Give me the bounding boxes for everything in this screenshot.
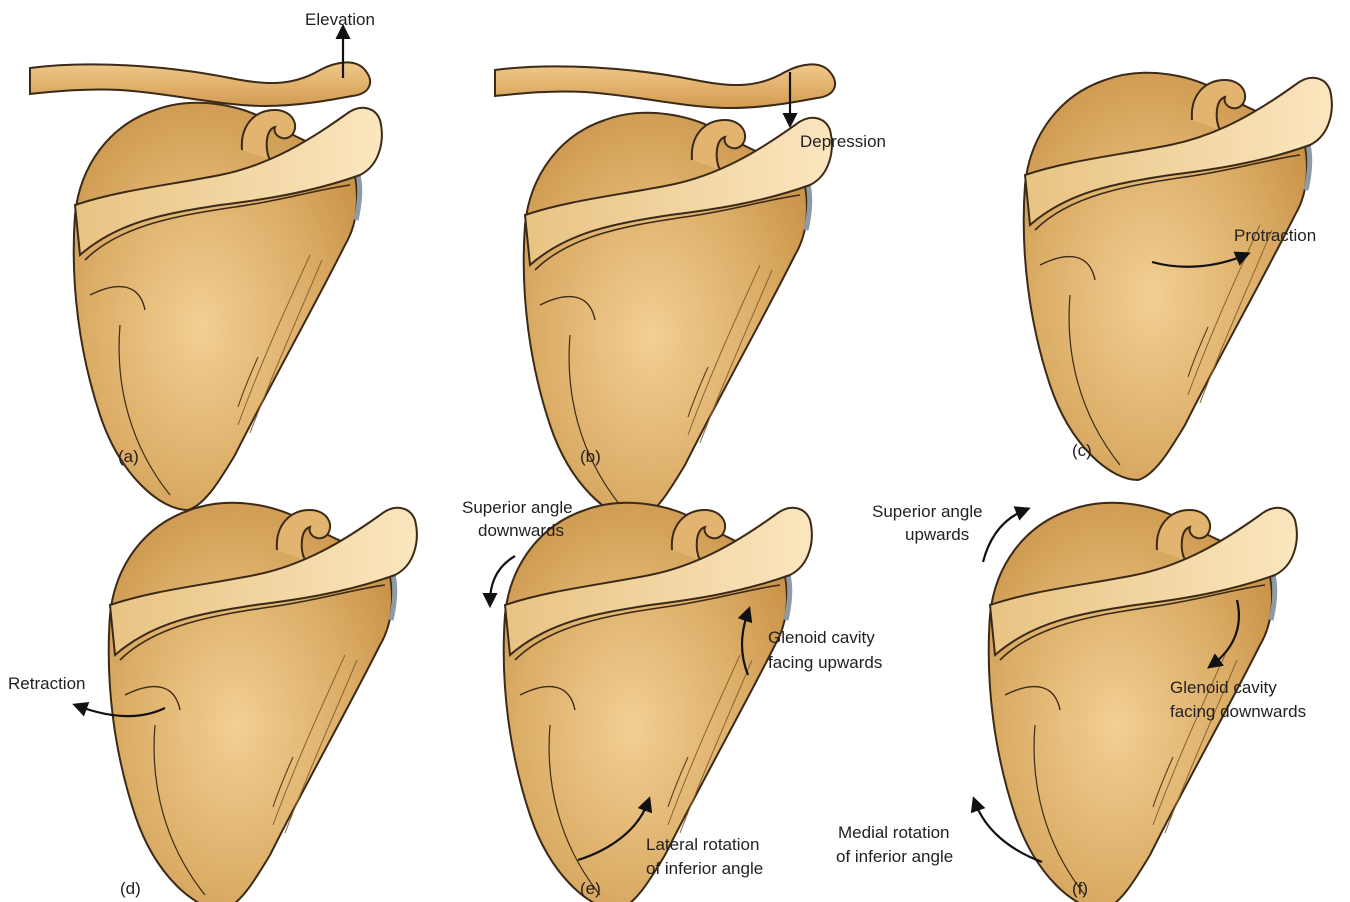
label-f-medial-2: of inferior angle: [836, 847, 953, 866]
caption-d: (d): [120, 879, 141, 898]
label-e-superior-2: downwards: [478, 521, 564, 540]
caption-a: (a): [118, 447, 139, 466]
label-e-lateral-1: Lateral rotation: [646, 835, 759, 854]
caption-e: (e): [580, 879, 601, 898]
label-e-glenoid-1: Glenoid cavity: [768, 628, 875, 647]
clavicle-b: [495, 64, 835, 108]
label-protraction: Protraction: [1234, 226, 1316, 245]
clavicle-a: [30, 62, 370, 106]
panel-a: Elevation (a): [30, 10, 382, 510]
label-retraction: Retraction: [8, 674, 85, 693]
label-elevation: Elevation: [305, 10, 375, 29]
caption-b: (b): [580, 447, 601, 466]
label-e-lateral-2: of inferior angle: [646, 859, 763, 878]
label-f-superior-1: Superior angle: [872, 502, 983, 521]
panel-d: Retraction (d): [8, 503, 417, 902]
label-depression: Depression: [800, 132, 886, 151]
panel-b: Depression (b): [495, 64, 886, 520]
label-f-glenoid-2: facing downwards: [1170, 702, 1306, 721]
scapula-d: [109, 503, 417, 902]
panel-c: Protraction (c): [1024, 73, 1332, 480]
label-f-medial-1: Medial rotation: [838, 823, 950, 842]
label-f-superior-2: upwards: [905, 525, 969, 544]
label-e-glenoid-2: facing upwards: [768, 653, 882, 672]
panel-f: Superior angle upwards Glenoid cavity fa…: [836, 502, 1306, 902]
label-e-superior-1: Superior angle: [462, 498, 573, 517]
caption-c: (c): [1072, 441, 1092, 460]
panel-e: Superior angle downwards Glenoid cavity …: [462, 498, 882, 902]
scapula-b: [524, 113, 832, 520]
caption-f: (f): [1072, 879, 1088, 898]
scapula-c: [1024, 73, 1332, 480]
label-f-glenoid-1: Glenoid cavity: [1170, 678, 1277, 697]
